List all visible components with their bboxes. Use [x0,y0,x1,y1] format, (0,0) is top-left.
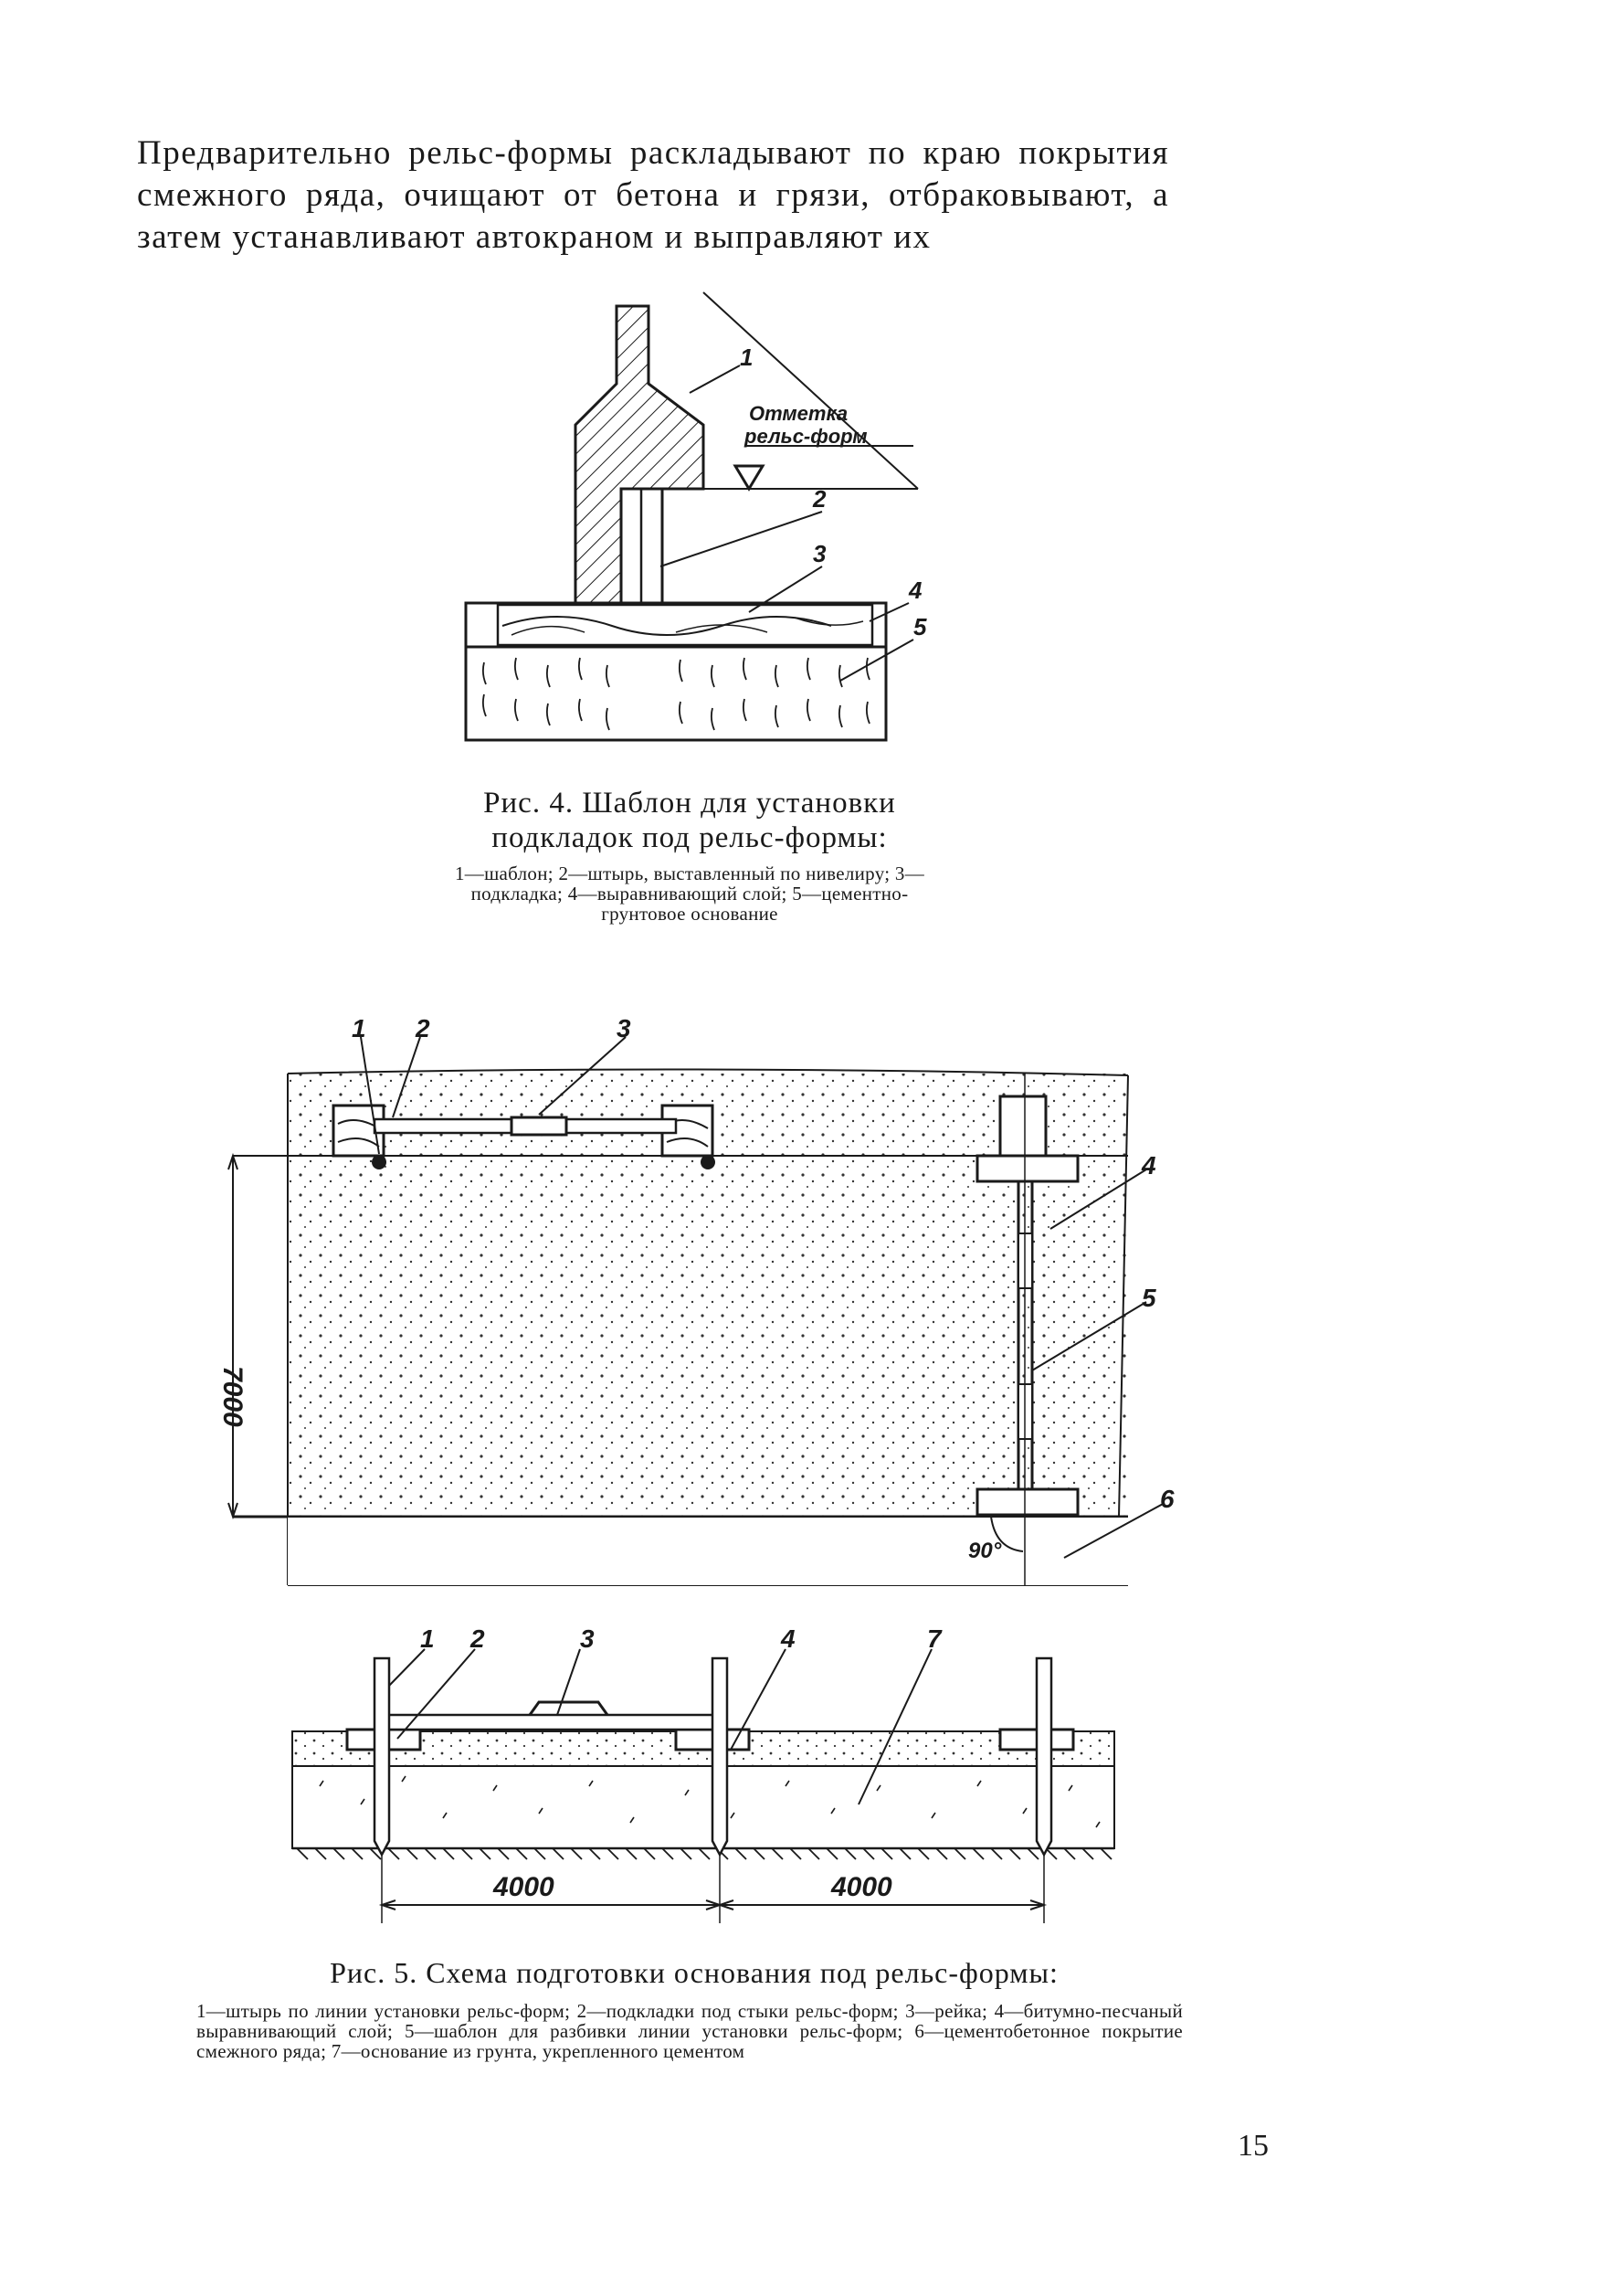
section-rod [377,1713,723,1731]
fig4-label-3: 3 [813,540,827,567]
plan-label-4: 4 [1141,1151,1156,1180]
plan-label-6: 6 [1160,1485,1175,1513]
template-bottom-plate [975,1487,1080,1517]
fig4-label-4: 4 [908,577,923,604]
plan-dim-7000: 7000 [217,1366,248,1427]
figure-5-caption: Рис. 5. Схема подготовки основания под р… [330,1956,1059,1989]
section-pin-1 [373,1656,391,1857]
section-label-1: 1 [420,1624,435,1653]
fig4-mark-label-1: Отметка [749,402,848,425]
cement-base [288,1074,1128,1517]
plan-angle: 90° [968,1539,1002,1563]
fig4-label-5: 5 [913,613,927,640]
section-dim-left: 4000 [492,1872,554,1902]
soil-cement-base [291,1765,1115,1849]
pin-2 [701,1155,715,1169]
section-dim-right: 4000 [830,1872,892,1902]
section-label-4: 4 [780,1624,796,1653]
figure-5-legend: 1—штырь по линии установки рельс-форм; 2… [196,2000,1183,2062]
section-pin-2 [711,1656,729,1857]
figure-5-plan: 7000 90° 1 2 3 4 5 6 [196,1010,1175,1594]
plan-label-2: 2 [415,1014,430,1042]
figure-4-caption: Рис. 4. Шаблон для установки подкладок п… [483,787,896,854]
section-label-7: 7 [927,1624,943,1653]
plan-label-1: 1 [352,1014,366,1042]
fig4-label-1: 1 [740,344,753,371]
fig4-label-2: 2 [812,485,827,513]
section-label-3: 3 [580,1624,595,1653]
figure-5-section: 4000 4000 1 2 3 4 7 [274,1622,1151,1923]
intro-paragraph: Предварительно рельс-формы раскладывают … [137,134,1169,256]
page-number: 15 [1238,2129,1269,2163]
plan-label-3: 3 [617,1014,631,1042]
packing [496,603,874,647]
template-top-plate [975,1154,1080,1183]
section-pin-3 [1035,1656,1053,1857]
pin-1 [372,1155,386,1169]
soil-base [464,645,888,742]
figure-4-svg: 1 Отметка рельс-форм 2 3 4 5 [464,291,927,742]
figure-4-legend: 1—шаблон; 2—штырь, выставленный по нивел… [454,862,925,925]
figure-5-plan-svg: 7000 90° 1 2 3 4 5 6 [217,1014,1175,1586]
level-mark [733,464,765,492]
plan-label-5: 5 [1142,1284,1156,1312]
figure-5-section-svg: 4000 4000 1 2 3 4 7 [291,1624,1115,1923]
section-label-2: 2 [469,1624,485,1653]
figure-4-drawing: 1 Отметка рельс-форм 2 3 4 5 [448,291,959,767]
fig4-mark-label-2: рельс-форм [743,425,868,448]
